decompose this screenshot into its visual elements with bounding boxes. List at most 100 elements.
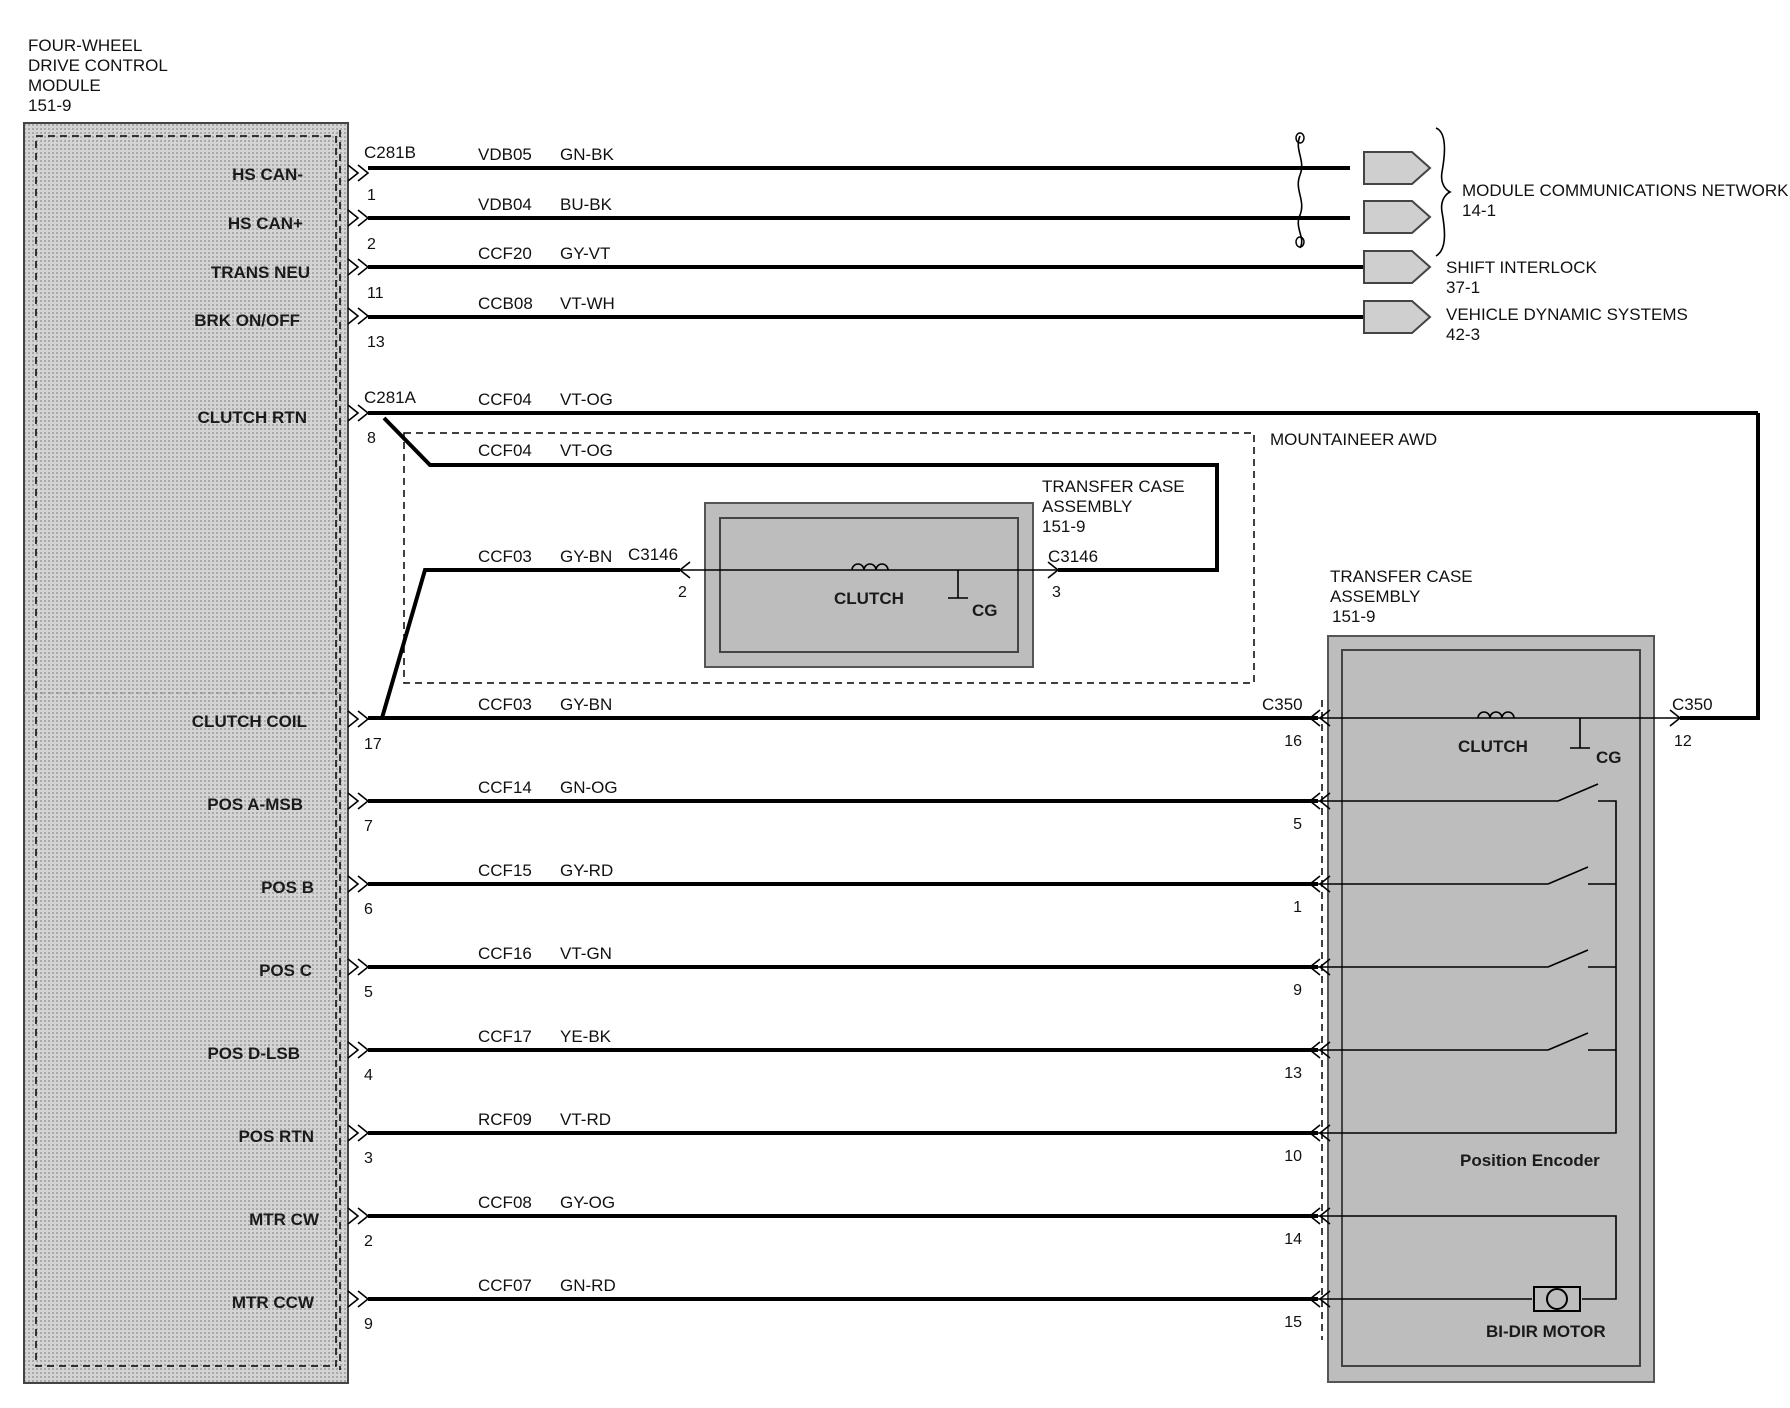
connector-c3146-right: C3146 xyxy=(1048,547,1098,566)
pin-label-clutch-rtn: CLUTCH RTN xyxy=(197,408,307,427)
wire-circuit: VDB05 xyxy=(478,145,532,164)
c350-left-arrows xyxy=(1308,709,1331,1308)
tc-c350-right-pin: 12 xyxy=(1674,733,1692,750)
wire-circuit: CCF08 xyxy=(478,1193,532,1212)
module-body xyxy=(23,122,349,1384)
awd-box-label: MOUNTAINEER AWD xyxy=(1270,430,1437,449)
pin-number: 5 xyxy=(364,984,373,1001)
module-title-line-3: MODULE xyxy=(28,76,101,95)
pin-number: 6 xyxy=(364,901,373,918)
wire-color: BU-BK xyxy=(560,195,613,214)
awd-option-box: MOUNTAINEER AWD TRANSFER CASE ASSEMBLY 1… xyxy=(403,430,1437,684)
tc-assembly-line-1: TRANSFER CASE xyxy=(1330,567,1473,586)
wire-color: GY-VT xyxy=(560,244,610,263)
module-title-line-2: DRIVE CONTROL xyxy=(28,56,168,75)
pin-number: 7 xyxy=(364,818,373,835)
destination-network-name: MODULE COMMUNICATIONS NETWORK xyxy=(1462,181,1789,200)
wire-circuit: CCF17 xyxy=(478,1027,532,1046)
c350-pin: 15 xyxy=(1284,1314,1302,1331)
wire-color: GY-OG xyxy=(560,1193,615,1212)
connector-c281b: C281B xyxy=(364,143,416,162)
wire-color: GY-BN xyxy=(560,547,612,566)
pin-number: 9 xyxy=(364,1316,373,1333)
destination-labels: MODULE COMMUNICATIONS NETWORK 14-1 SHIFT… xyxy=(1446,181,1789,344)
destination-shift-name: SHIFT INTERLOCK xyxy=(1446,258,1597,277)
wire-color: GY-BN xyxy=(560,695,612,714)
pin-number: 2 xyxy=(364,1233,373,1250)
wire-circuit: VDB04 xyxy=(478,195,532,214)
tc-cg-label: CG xyxy=(1596,748,1622,767)
pin-label-hs-can-plus: HS CAN+ xyxy=(228,214,303,233)
module-pin-numbers: 1 2 11 13 8 17 7 6 5 4 3 2 9 xyxy=(364,187,385,1333)
wire-color: GN-OG xyxy=(560,778,618,797)
wire-color: GN-BK xyxy=(560,145,615,164)
wire-color: GY-RD xyxy=(560,861,613,880)
tc-clutch-label: CLUTCH xyxy=(1458,737,1528,756)
awd-pin-left: 2 xyxy=(678,584,687,601)
awd-pin-right: 3 xyxy=(1052,584,1061,601)
module-title-line-1: FOUR-WHEEL xyxy=(28,36,142,55)
connector-c3146-left: C3146 xyxy=(628,545,678,564)
awd-assembly-line-1: TRANSFER CASE xyxy=(1042,477,1185,496)
c350-pin: 13 xyxy=(1284,1065,1302,1082)
wire-color: GN-RD xyxy=(560,1276,616,1295)
wire-color: VT-GN xyxy=(560,944,612,963)
connector-c350-left: C350 xyxy=(1262,695,1303,714)
awd-assembly-line-2: ASSEMBLY xyxy=(1042,497,1132,516)
tc-motor-label: BI-DIR MOTOR xyxy=(1486,1322,1606,1341)
tc-assembly-line-3: 151-9 xyxy=(1332,607,1375,626)
pin-number: 4 xyxy=(364,1067,373,1084)
pin-label-pos-a-msb: POS A-MSB xyxy=(207,795,303,814)
pin-label-pos-rtn: POS RTN xyxy=(238,1127,314,1146)
pin-label-pos-b: POS B xyxy=(261,878,314,897)
c350-pin: 9 xyxy=(1293,982,1302,999)
destination-shift-ref: 37-1 xyxy=(1446,278,1480,297)
awd-clutch-label: CLUTCH xyxy=(834,589,904,608)
pin-label-trans-neu: TRANS NEU xyxy=(211,263,310,282)
wire-color: YE-BK xyxy=(560,1027,612,1046)
wire-circuit: CCF04 xyxy=(478,390,532,409)
wire-circuit: CCF03 xyxy=(478,695,532,714)
wire-circuit: CCF07 xyxy=(478,1276,532,1295)
destination-vds-name: VEHICLE DYNAMIC SYSTEMS xyxy=(1446,305,1688,324)
module-title-line-4: 151-9 xyxy=(28,96,71,115)
c350-pin: 5 xyxy=(1293,816,1302,833)
pin-label-mtr-ccw: MTR CCW xyxy=(232,1293,315,1312)
module-pin-labels: HS CAN- HS CAN+ TRANS NEU BRK ON/OFF CLU… xyxy=(192,165,320,1312)
pin-label-brk-on-off: BRK ON/OFF xyxy=(194,311,300,330)
pin-number: 3 xyxy=(364,1150,373,1167)
network-wires xyxy=(368,132,1364,319)
transfer-case-wires xyxy=(368,716,1318,1301)
wire-circuit: CCF20 xyxy=(478,244,532,263)
clutch-wire-labels: CCF04 VT-OG CCF04 VT-OG CCF03 GY-BN CCF0… xyxy=(478,390,613,714)
c350-pin: 14 xyxy=(1284,1231,1302,1248)
c350-pin: 1 xyxy=(1293,899,1302,916)
wire-circuit: CCF15 xyxy=(478,861,532,880)
awd-assembly-line-3: 151-9 xyxy=(1042,517,1085,536)
pin-number: 2 xyxy=(367,236,376,253)
clutch-rtn-wires xyxy=(368,411,1760,720)
wire-circuit: CCF03 xyxy=(478,547,532,566)
connector-c350-right: C350 xyxy=(1672,695,1713,714)
pin-number: 11 xyxy=(367,285,384,302)
wire-color: VT-OG xyxy=(560,441,613,460)
wire-labels-top: VDB05 GN-BK VDB04 BU-BK CCF20 GY-VT CCB0… xyxy=(478,145,615,313)
connector-c281a: C281A xyxy=(364,388,417,407)
pin-number: 13 xyxy=(367,334,385,351)
destination-network-ref: 14-1 xyxy=(1462,201,1496,220)
module-title: FOUR-WHEEL DRIVE CONTROL MODULE 151-9 xyxy=(28,36,168,115)
pin-number: 1 xyxy=(367,187,376,204)
pin-label-clutch-coil: CLUTCH COIL xyxy=(192,712,307,731)
c350-pin: 10 xyxy=(1284,1148,1302,1165)
pin-label-hs-can-minus: HS CAN- xyxy=(232,165,303,184)
transfer-case-assembly: TRANSFER CASE ASSEMBLY 151-9 C350 C350 C… xyxy=(1262,567,1713,1383)
lower-wire-labels: CCF14 GN-OG CCF15 GY-RD CCF16 VT-GN CCF1… xyxy=(478,778,618,1295)
pin-label-pos-d-lsb: POS D-LSB xyxy=(207,1044,300,1063)
pin-number: 17 xyxy=(364,736,382,753)
destination-vds-ref: 42-3 xyxy=(1446,325,1480,344)
wire-color: VT-RD xyxy=(560,1110,611,1129)
wire-circuit: RCF09 xyxy=(478,1110,532,1129)
wire-circuit: CCF16 xyxy=(478,944,532,963)
wire-circuit: CCF14 xyxy=(478,778,532,797)
tc-assembly-line-2: ASSEMBLY xyxy=(1330,587,1420,606)
